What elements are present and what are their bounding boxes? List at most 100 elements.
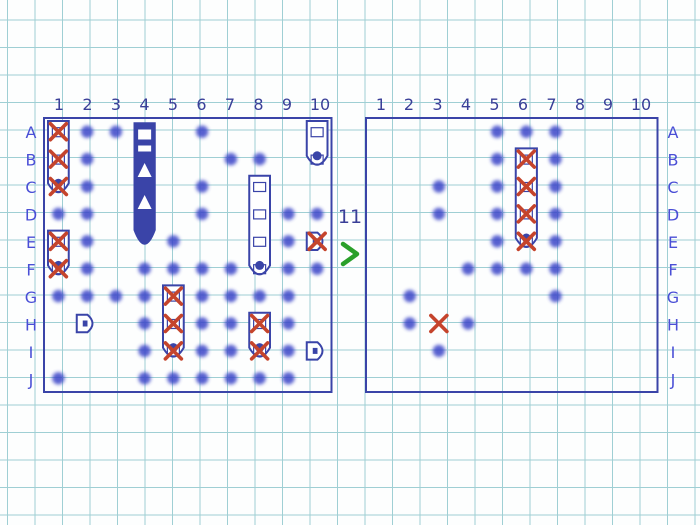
enemy-target-cell[interactable] xyxy=(512,255,541,282)
enemy-target-cell[interactable] xyxy=(395,337,424,364)
enemy-target-cell[interactable] xyxy=(570,228,599,255)
enemy-target-cell[interactable] xyxy=(628,310,657,337)
enemy-target-cell[interactable] xyxy=(570,145,599,172)
enemy-target-cell[interactable] xyxy=(424,173,453,200)
enemy-target-cell[interactable] xyxy=(366,228,395,255)
enemy-target-cell[interactable] xyxy=(512,145,541,172)
enemy-target-cell[interactable] xyxy=(628,118,657,145)
enemy-target-cell[interactable] xyxy=(366,255,395,282)
enemy-target-cell[interactable] xyxy=(424,255,453,282)
enemy-target-cell[interactable] xyxy=(541,282,570,309)
enemy-target-cell[interactable] xyxy=(395,365,424,392)
enemy-target-cell[interactable] xyxy=(541,145,570,172)
enemy-target-cell[interactable] xyxy=(512,337,541,364)
enemy-target-cells[interactable] xyxy=(366,118,658,392)
enemy-target-cell[interactable] xyxy=(570,310,599,337)
enemy-target-cell[interactable] xyxy=(570,118,599,145)
enemy-target-cell[interactable] xyxy=(599,118,628,145)
enemy-target-cell[interactable] xyxy=(366,118,395,145)
enemy-target-cell[interactable] xyxy=(512,310,541,337)
enemy-target-cell[interactable] xyxy=(628,200,657,227)
enemy-target-cell[interactable] xyxy=(541,118,570,145)
enemy-target-cell[interactable] xyxy=(366,365,395,392)
enemy-target-cell[interactable] xyxy=(599,337,628,364)
enemy-target-cell[interactable] xyxy=(483,255,512,282)
enemy-target-cell[interactable] xyxy=(599,255,628,282)
enemy-target-cell[interactable] xyxy=(628,255,657,282)
enemy-target-cell[interactable] xyxy=(424,145,453,172)
enemy-target-cell[interactable] xyxy=(366,200,395,227)
enemy-target-cell[interactable] xyxy=(366,173,395,200)
enemy-target-cell[interactable] xyxy=(483,310,512,337)
enemy-target-cell[interactable] xyxy=(424,365,453,392)
enemy-target-cell[interactable] xyxy=(483,173,512,200)
enemy-target-cell[interactable] xyxy=(599,200,628,227)
enemy-target-cell[interactable] xyxy=(541,310,570,337)
enemy-target-cell[interactable] xyxy=(570,255,599,282)
enemy-target-cell[interactable] xyxy=(599,228,628,255)
enemy-target-cell[interactable] xyxy=(453,173,482,200)
enemy-target-cell[interactable] xyxy=(395,200,424,227)
enemy-target-cell[interactable] xyxy=(570,282,599,309)
enemy-target-cell[interactable] xyxy=(570,365,599,392)
enemy-target-cell[interactable] xyxy=(453,255,482,282)
enemy-target-cell[interactable] xyxy=(453,200,482,227)
enemy-target-cell[interactable] xyxy=(512,228,541,255)
enemy-target-cell[interactable] xyxy=(366,310,395,337)
enemy-target-cell[interactable] xyxy=(599,173,628,200)
enemy-target-cell[interactable] xyxy=(628,282,657,309)
enemy-target-cell[interactable] xyxy=(628,173,657,200)
enemy-target-cell[interactable] xyxy=(512,200,541,227)
enemy-target-cell[interactable] xyxy=(628,228,657,255)
enemy-target-cell[interactable] xyxy=(512,282,541,309)
enemy-target-cell[interactable] xyxy=(541,200,570,227)
enemy-target-cell[interactable] xyxy=(424,337,453,364)
enemy-target-cell[interactable] xyxy=(453,228,482,255)
enemy-target-cell[interactable] xyxy=(541,173,570,200)
enemy-target-cell[interactable] xyxy=(395,173,424,200)
enemy-target-cell[interactable] xyxy=(395,282,424,309)
enemy-target-cell[interactable] xyxy=(366,145,395,172)
enemy-target-cell[interactable] xyxy=(395,310,424,337)
enemy-target-cell[interactable] xyxy=(366,282,395,309)
enemy-target-cell[interactable] xyxy=(424,118,453,145)
enemy-target-cell[interactable] xyxy=(599,282,628,309)
enemy-target-cell[interactable] xyxy=(599,365,628,392)
enemy-target-cell[interactable] xyxy=(570,173,599,200)
enemy-target-cell[interactable] xyxy=(483,228,512,255)
enemy-target-cell[interactable] xyxy=(424,282,453,309)
enemy-target-cell[interactable] xyxy=(628,365,657,392)
enemy-target-cell[interactable] xyxy=(512,173,541,200)
enemy-target-cell[interactable] xyxy=(395,145,424,172)
enemy-target-cell[interactable] xyxy=(395,228,424,255)
enemy-target-cell[interactable] xyxy=(512,118,541,145)
enemy-target-cell[interactable] xyxy=(483,282,512,309)
enemy-target-cell[interactable] xyxy=(483,200,512,227)
enemy-target-cell[interactable] xyxy=(453,145,482,172)
enemy-target-cell[interactable] xyxy=(483,145,512,172)
enemy-target-cell[interactable] xyxy=(424,200,453,227)
enemy-target-cell[interactable] xyxy=(453,118,482,145)
enemy-target-cell[interactable] xyxy=(483,365,512,392)
enemy-target-cell[interactable] xyxy=(395,118,424,145)
enemy-target-cell[interactable] xyxy=(512,365,541,392)
enemy-target-cell[interactable] xyxy=(483,337,512,364)
enemy-target-cell[interactable] xyxy=(570,337,599,364)
enemy-target-cell[interactable] xyxy=(541,365,570,392)
enemy-target-cell[interactable] xyxy=(424,228,453,255)
enemy-target-cell[interactable] xyxy=(453,337,482,364)
enemy-target-cell[interactable] xyxy=(599,310,628,337)
enemy-target-cell[interactable] xyxy=(628,337,657,364)
enemy-target-cell[interactable] xyxy=(366,337,395,364)
enemy-target-cell[interactable] xyxy=(453,365,482,392)
enemy-target-cell[interactable] xyxy=(599,145,628,172)
enemy-target-cell[interactable] xyxy=(541,228,570,255)
enemy-target-cell[interactable] xyxy=(628,145,657,172)
enemy-target-cell[interactable] xyxy=(541,337,570,364)
enemy-target-cell[interactable] xyxy=(424,310,453,337)
enemy-target-cell[interactable] xyxy=(483,118,512,145)
player-board[interactable]: 1 2 3 4 5 6 7 8 9 10 A B C D E F G H I J xyxy=(25,95,333,393)
enemy-target-cell[interactable] xyxy=(453,282,482,309)
enemy-target-cell[interactable] xyxy=(541,255,570,282)
enemy-target-cell[interactable] xyxy=(570,200,599,227)
